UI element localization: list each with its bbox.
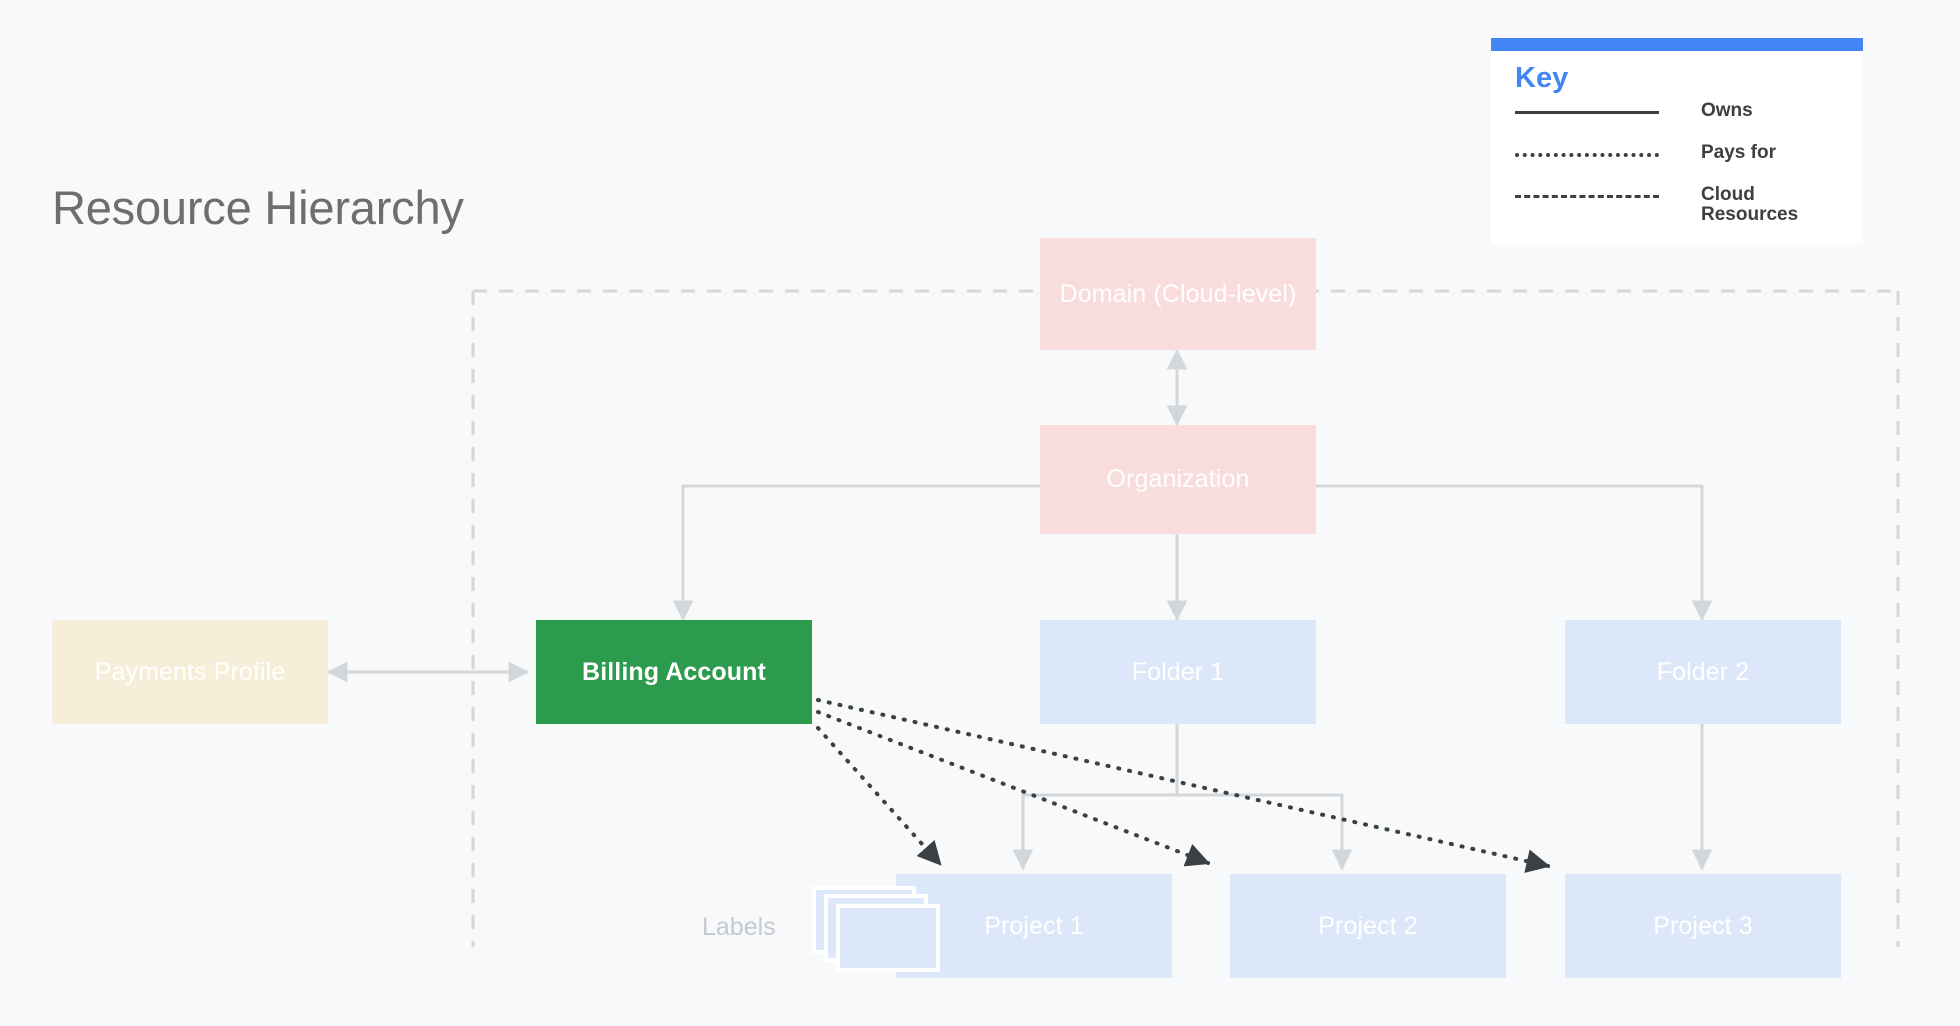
node-folder-1[interactable]: Folder 1 (1040, 620, 1316, 724)
key-item-cloud-resources-label: Cloud Resources (1701, 183, 1799, 226)
node-folder-1-label: Folder 1 (1131, 657, 1225, 686)
edge-billing-project3 (816, 698, 1551, 873)
key-item-owns: Owns (1515, 99, 1841, 137)
key-item-pays-for-label: Pays for (1701, 141, 1776, 163)
edge-folder1-project2 (1175, 724, 1353, 871)
node-project-3-label: Project 3 (1653, 911, 1753, 940)
dashed-line-icon (1515, 185, 1659, 207)
node-project-2[interactable]: Project 2 (1230, 874, 1506, 978)
node-organization-label: Organization (1106, 465, 1250, 493)
node-project-1[interactable]: Project 1 (896, 874, 1172, 978)
dotted-line-icon (1515, 143, 1659, 165)
edge-billing-project1 (816, 726, 942, 866)
key-item-pays-for: Pays for (1515, 141, 1841, 179)
page-title: Resource Hierarchy (52, 181, 464, 234)
key-item-owns-label: Owns (1701, 99, 1753, 121)
node-domain[interactable]: Domain (Cloud-level) (1040, 238, 1316, 350)
key-title: Key (1515, 62, 1569, 94)
key-legend: Key Owns Pays for Cloud Resources (1491, 38, 1863, 246)
node-project-1-label: Project 1 (984, 911, 1084, 940)
node-folder-2[interactable]: Folder 2 (1565, 620, 1841, 724)
node-billing-account-label: Billing Account (582, 657, 766, 686)
labels-caption: Labels (702, 913, 776, 941)
labels-card-stack[interactable] (812, 886, 944, 976)
node-project-2-label: Project 2 (1318, 911, 1418, 940)
solid-line-icon (1515, 101, 1659, 123)
edge-folder1-project1 (1012, 724, 1179, 871)
node-folder-2-label: Folder 2 (1656, 657, 1750, 686)
edge-organization-billing (672, 484, 1040, 622)
edge-billing-project2 (816, 710, 1211, 867)
node-payments-profile-label: Payments Profile (94, 657, 286, 686)
node-domain-label: Domain (Cloud-level) (1059, 279, 1297, 308)
node-payments-profile[interactable]: Payments Profile (52, 620, 328, 724)
node-billing-account[interactable]: Billing Account (536, 620, 812, 724)
node-organization[interactable]: Organization (1040, 425, 1316, 534)
node-project-3[interactable]: Project 3 (1565, 874, 1841, 978)
edge-organization-folder2 (1316, 484, 1713, 622)
key-accent-bar (1491, 38, 1863, 51)
label-card-front (836, 904, 940, 972)
key-item-cloud-resources: Cloud Resources (1515, 183, 1841, 226)
cloud-resources-boundary (471, 289, 1900, 947)
